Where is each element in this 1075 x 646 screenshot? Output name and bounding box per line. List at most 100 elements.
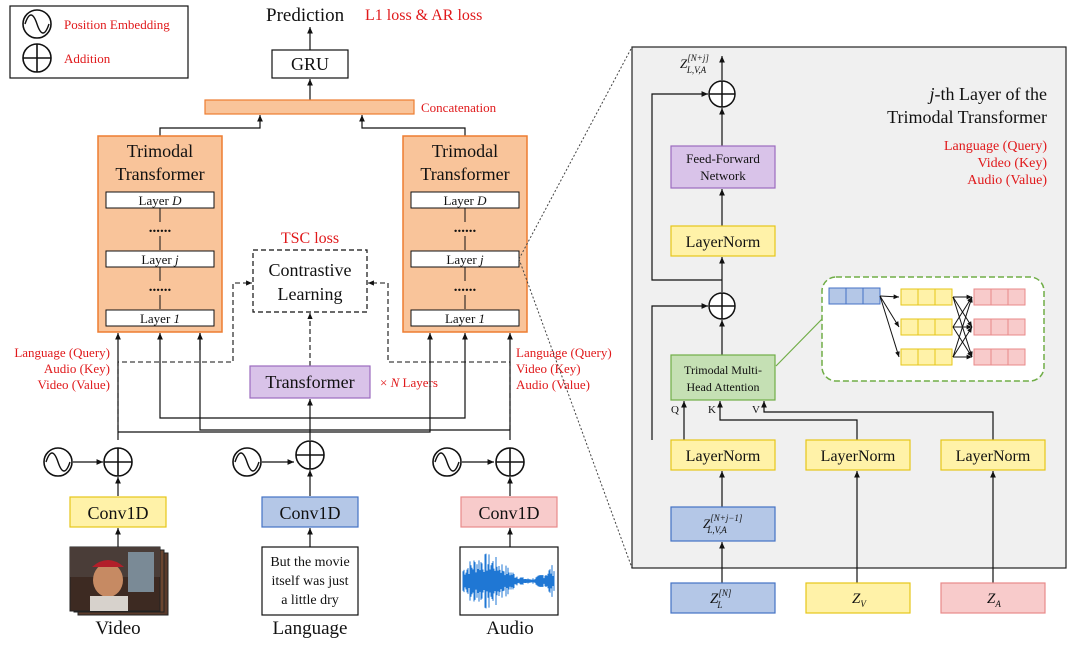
language-addition-icon [295, 440, 325, 470]
right-role-2: Video (Key) [516, 361, 581, 376]
video-label: Video [95, 618, 140, 639]
inset-query-arrow [879, 294, 900, 300]
gru-block [271, 49, 349, 79]
detail-layernorm-language [670, 439, 776, 471]
detail-ffn-block [670, 145, 776, 189]
detail-layernorm-top [670, 225, 776, 257]
detail-role-2: Video (Key) [977, 156, 1047, 171]
inset-key-cell [917, 348, 936, 366]
inset-query-cell [862, 287, 881, 305]
inset-value-cell [990, 318, 1009, 336]
left-role-2: Audio (Key) [44, 361, 110, 376]
position-embedding-icon [22, 9, 52, 39]
detail-middle-addition-icon [708, 292, 736, 320]
detail-mha-label-1: Trimodal Multi- [684, 363, 762, 377]
video-addition-icon [103, 447, 133, 477]
inset-key-cell [917, 288, 936, 306]
inset-key-cell [934, 288, 953, 306]
left-trimodal-transformer: Trimodal Transformer Layer D ...... Laye… [97, 135, 223, 333]
inset-key-cell [917, 318, 936, 336]
inset-value-cell [973, 288, 992, 306]
language-label: Language [273, 618, 348, 639]
audio-conv1d-label: Conv1D [478, 503, 539, 523]
inset-query-cell [828, 287, 847, 305]
left-tt-title-2: Transformer [115, 164, 204, 184]
inset-key-cell [934, 318, 953, 336]
left-layer-j: Layer j [141, 252, 179, 267]
left-dots-top: ...... [149, 220, 172, 236]
detail-layernorm-audio [940, 439, 1046, 471]
detail-title-2: Trimodal Transformer [887, 107, 1047, 127]
detail-k-label: K [708, 404, 716, 416]
sentence-line-2: itself was just [272, 574, 349, 589]
audio-stream: Conv1D Audio [432, 447, 559, 639]
legend: Position Embedding Addition [9, 5, 189, 79]
gru-label: GRU [291, 54, 329, 74]
legend-addition: Addition [64, 51, 111, 66]
audio-conv1d [460, 496, 558, 528]
inset-value-cell [990, 348, 1009, 366]
inset-query-cell [845, 287, 864, 305]
right-tt-title-1: Trimodal [432, 141, 498, 161]
inset-key-cell [934, 348, 953, 366]
detail-layernorm-video-label: LayerNorm [821, 448, 896, 465]
z-language-block [670, 582, 776, 614]
inset-query-arrow [879, 295, 900, 328]
inset-value-cell [973, 318, 992, 336]
left-role-3: Video (Value) [38, 377, 111, 392]
detail-ffn-label-1: Feed-Forward [686, 151, 760, 166]
inset-value-cell [990, 288, 1009, 306]
video-frames-image [69, 546, 169, 616]
sentence-line-3: a little dry [281, 593, 339, 608]
right-dots-top: ...... [454, 220, 477, 236]
video-conv1d [69, 496, 167, 528]
left-layer-d: Layer D [139, 193, 183, 208]
language-conv1d [261, 496, 359, 528]
concatenation-label: Concatenation [421, 100, 497, 115]
attention-connectivity-inset [775, 276, 1045, 382]
detail-layernorm-audio-label: LayerNorm [956, 448, 1031, 465]
sentence-line-1: But the movie [270, 555, 349, 570]
right-role-1: Language (Query) [516, 345, 612, 360]
right-layer-1: Layer 1 [445, 311, 485, 326]
audio-label: Audio [486, 618, 534, 639]
inset-value-cell [973, 348, 992, 366]
inset-key-cell [900, 318, 919, 336]
detail-layernorm-video [805, 439, 911, 471]
detail-q-label: Q [671, 404, 679, 416]
tsc-loss-label: TSC loss [281, 230, 339, 247]
left-role-1: Language (Query) [14, 345, 110, 360]
detail-layernorm-language-label: LayerNorm [686, 448, 761, 465]
left-layer-1: Layer 1 [140, 311, 180, 326]
detail-top-addition-icon [708, 80, 736, 108]
transformer-block [249, 365, 371, 399]
left-tt-title-1: Trimodal [127, 141, 193, 161]
audio-waveform-image [462, 553, 555, 609]
detail-v-label: V [752, 404, 760, 416]
contrastive-learning-block [252, 249, 368, 313]
legend-position-embedding: Position Embedding [64, 17, 170, 32]
right-layer-j: Layer j [446, 252, 484, 267]
right-trimodal-transformer: Trimodal Transformer Layer D ...... Laye… [402, 135, 528, 333]
video-conv1d-label: Conv1D [87, 503, 148, 523]
language-conv1d-label: Conv1D [279, 503, 340, 523]
detail-ffn-label-2: Network [700, 168, 746, 183]
inset-value-cell [1007, 318, 1026, 336]
inset-query-arrow [879, 295, 900, 358]
right-layer-d: Layer D [444, 193, 488, 208]
right-dots-bottom: ...... [454, 279, 477, 295]
inset-value-cell [1007, 348, 1026, 366]
n-layers-label: × N Layers [380, 375, 438, 390]
z-video-block [805, 582, 911, 614]
concatenation-bar [204, 99, 415, 115]
addition-icon [22, 43, 52, 73]
inset-key-cell [900, 348, 919, 366]
detail-input-z-block [670, 506, 776, 542]
audio-addition-icon [495, 447, 525, 477]
inset-kv-arrow [952, 326, 973, 358]
left-dots-bottom: ...... [149, 279, 172, 295]
right-tt-title-2: Transformer [420, 164, 509, 184]
detail-role-1: Language (Query) [944, 139, 1047, 154]
inset-value-cell [1007, 288, 1026, 306]
inset-kv-arrow [952, 296, 973, 358]
